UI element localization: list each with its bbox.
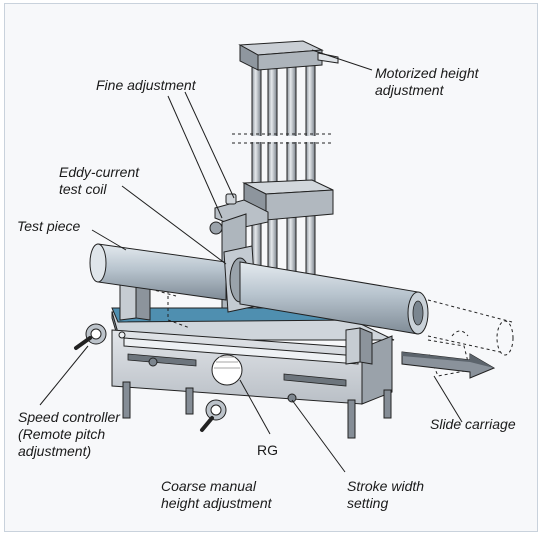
label-motorized-height-line2: adjustment <box>375 82 444 98</box>
label-eddy-current-line1: Eddy-current <box>59 164 140 180</box>
motor-box <box>238 40 339 71</box>
label-fine-adjustment: Fine adjustment <box>96 77 196 93</box>
label-eddy-current-coil: Eddy-current test coil <box>59 164 139 198</box>
coarse-adjust-knob <box>200 399 227 432</box>
test-pipe <box>89 243 514 356</box>
label-rg: RG <box>257 442 278 458</box>
label-motorized-height-line1: Motorized height <box>375 65 479 81</box>
label-stroke-width-line2: setting <box>347 495 389 511</box>
label-coarse-manual-height: Coarse manual height adjustment <box>161 478 272 512</box>
leader-lines <box>39 49 463 473</box>
label-speed-controller-line2: (Remote pitch <box>18 426 106 442</box>
label-speed-controller-line1: Speed controller <box>18 409 120 425</box>
speed-controller-knob <box>74 323 107 350</box>
label-stroke-width: Stroke width setting <box>347 478 424 512</box>
label-speed-controller: Speed controller (Remote pitch adjustmen… <box>18 409 120 460</box>
label-coarse-manual-line2: height adjustment <box>161 495 272 511</box>
label-slide-carriage: Slide carriage <box>430 416 516 432</box>
label-eddy-current-line2: test coil <box>59 181 107 197</box>
motion-arrow <box>401 351 496 379</box>
label-test-piece: Test piece <box>17 218 81 234</box>
label-motorized-height: Motorized height adjustment <box>375 65 479 99</box>
base-housing <box>111 307 395 439</box>
label-coarse-manual-line1: Coarse manual <box>161 478 256 494</box>
label-stroke-width-line1: Stroke width <box>347 478 425 494</box>
label-speed-controller-line3: adjustment) <box>18 443 92 459</box>
